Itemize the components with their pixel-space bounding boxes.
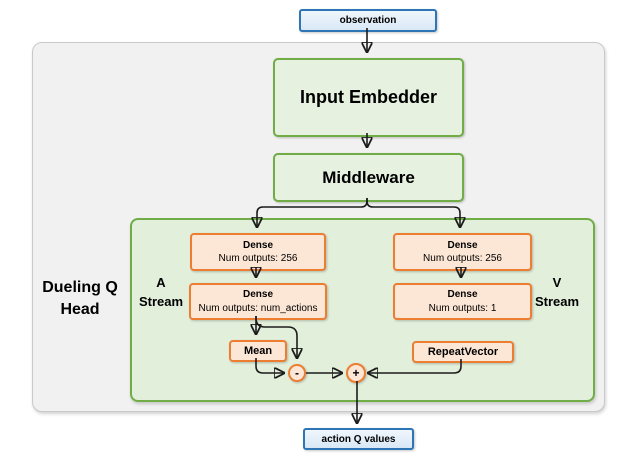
subtract-operator-node: - [288,364,306,382]
mean-node: Mean [229,340,287,362]
dense-v2-node: Dense Num outputs: 1 [393,283,532,320]
v-stream-label-line1: V [552,275,562,290]
a-stream-label: A Stream [134,273,188,311]
dense-a2-subtitle: Num outputs: num_actions [198,302,318,314]
dense-v1-node: Dense Num outputs: 256 [393,233,532,271]
dense-v1-title: Dense [447,239,478,251]
dueling-q-head-label-line1: Dueling Q [42,279,118,296]
repeat-vector-node: RepeatVector [412,341,514,363]
dense-v2-subtitle: Num outputs: 1 [428,302,497,314]
dense-a2-node: Dense Num outputs: num_actions [189,283,327,320]
dense-a1-title: Dense [242,239,273,251]
input-embedder-node: Input Embedder [273,58,464,137]
a-stream-label-line1: A [156,275,166,290]
observation-node: observation [299,9,437,32]
dense-a2-title: Dense [242,289,273,300]
dueling-q-head-label-line2: Head [60,301,100,318]
dueling-q-head-label: Dueling Q Head [26,277,134,321]
add-operator-node: + [346,363,366,383]
dense-a1-subtitle: Num outputs: 256 [218,253,298,264]
dense-v1-subtitle: Num outputs: 256 [423,253,502,264]
middleware-node: Middleware [273,153,464,202]
dense-v2-title: Dense [447,289,478,300]
v-stream-label-line2: Stream [534,294,580,309]
action-q-values-node: action Q values [303,428,414,450]
dense-a1-node: Dense Num outputs: 256 [190,233,326,271]
a-stream-label-line2: Stream [138,294,184,309]
v-stream-label: V Stream [527,273,587,311]
